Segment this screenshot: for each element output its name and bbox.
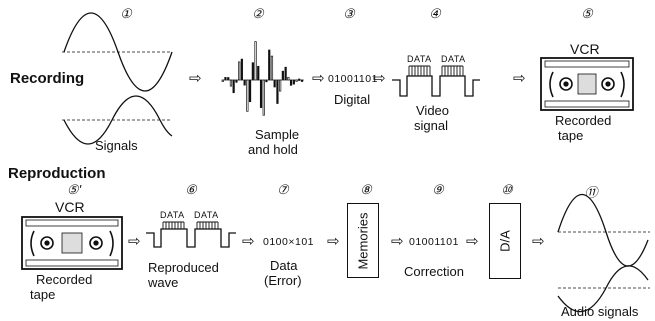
video-data-label-b: DATA bbox=[441, 54, 466, 64]
step-number-8: ⑧ bbox=[360, 182, 372, 197]
sample-bar bbox=[254, 41, 257, 81]
caption-signal: signal bbox=[414, 118, 448, 133]
sample-bar bbox=[251, 62, 254, 81]
section-title-recording: Recording bbox=[10, 70, 85, 87]
sample-bar bbox=[262, 79, 265, 116]
caption-reproduced: Reproduced bbox=[148, 260, 219, 275]
da-label: D/A bbox=[497, 230, 513, 252]
step-number-1: ① bbox=[120, 6, 132, 21]
sample-bar bbox=[259, 79, 263, 108]
memories-block: Memories bbox=[347, 203, 379, 278]
reproduced-wave-pulses bbox=[146, 221, 236, 248]
step-number-10: ⑩ bbox=[501, 182, 513, 197]
sample-bar bbox=[279, 79, 282, 92]
step-number-4: ④ bbox=[429, 6, 441, 21]
caption-signals: Signals bbox=[95, 138, 138, 153]
sample-bar bbox=[232, 79, 235, 94]
step-number-7: ⑦ bbox=[277, 182, 289, 197]
flow-arrow-10-11: ⇨ bbox=[532, 233, 545, 250]
step-number-3: ③ bbox=[343, 6, 355, 21]
caption-digital: Digital bbox=[334, 92, 371, 107]
caption-error: (Error) bbox=[264, 273, 302, 288]
digital-bit-string: 01001101 bbox=[328, 73, 378, 85]
audio-signal-wave-upper bbox=[557, 194, 650, 267]
step-number-2: ② bbox=[252, 6, 264, 21]
sample-bar bbox=[276, 79, 279, 104]
da-converter-block: D/A bbox=[489, 203, 521, 279]
audio-signal-wave-lower bbox=[557, 265, 650, 313]
caption-tape: tape bbox=[558, 128, 584, 143]
sample-and-hold-bars bbox=[221, 41, 304, 116]
sample-bar bbox=[289, 79, 293, 86]
sample-bar bbox=[281, 70, 284, 81]
caption-recorded-2: Recorded bbox=[36, 272, 93, 287]
flow-arrow-1-2: ⇨ bbox=[189, 70, 202, 87]
input-signal-wave-upper bbox=[62, 12, 173, 92]
memories-label: Memories bbox=[355, 211, 371, 270]
flow-arrow-7-8: ⇨ bbox=[327, 233, 340, 250]
step-number-5-prime: ⑤' bbox=[66, 182, 82, 197]
caption-wave: wave bbox=[148, 275, 179, 290]
flow-arrow-3-4: ⇨ bbox=[373, 70, 386, 87]
flow-arrow-8-9: ⇨ bbox=[391, 233, 404, 250]
caption-recorded: Recorded bbox=[555, 113, 612, 128]
sample-bar bbox=[243, 79, 246, 86]
section-title-reproduction: Reproduction bbox=[8, 165, 106, 182]
vcr-label-recording: VCR bbox=[570, 41, 600, 57]
input-signal-wave-lower bbox=[62, 95, 173, 145]
vcr-cassette-recording bbox=[540, 57, 634, 111]
video-signal-pulses bbox=[392, 65, 480, 97]
video-data-label-a: DATA bbox=[407, 54, 432, 64]
reproduced-data-label-b: DATA bbox=[194, 210, 219, 220]
sample-bar bbox=[246, 79, 249, 112]
sample-bar bbox=[235, 79, 238, 83]
flow-arrow-9-10: ⇨ bbox=[466, 233, 479, 250]
caption-and-hold: and hold bbox=[248, 142, 298, 157]
sample-bar bbox=[229, 79, 233, 87]
vcr-label-reproduction: VCR bbox=[55, 199, 85, 215]
vcr-cassette-reproduction bbox=[21, 216, 123, 270]
sample-bar bbox=[238, 61, 241, 81]
caption-sample: Sample bbox=[255, 127, 300, 142]
sample-bar bbox=[248, 79, 252, 103]
step-number-9: ⑨ bbox=[432, 182, 444, 197]
caption-audio-signals: Audio signals bbox=[561, 304, 639, 319]
sample-bar bbox=[257, 65, 260, 81]
sample-bar bbox=[268, 49, 271, 81]
step-number-5: ⑤ bbox=[581, 6, 593, 21]
step-number-6: ⑥ bbox=[185, 182, 197, 197]
sample-bar bbox=[284, 66, 287, 81]
error-bit-string: 0100×101 bbox=[263, 236, 315, 248]
sample-bar bbox=[224, 77, 227, 81]
sample-bar bbox=[270, 55, 274, 81]
flow-arrow-4-5: ⇨ bbox=[513, 70, 526, 87]
sample-bar bbox=[240, 58, 243, 81]
caption-tape-2: tape bbox=[30, 287, 56, 302]
sample-bar bbox=[273, 79, 276, 88]
caption-correction: Correction bbox=[404, 264, 464, 279]
flow-arrow-6-7: ⇨ bbox=[242, 233, 255, 250]
sample-bar bbox=[287, 76, 290, 81]
step-number-11: ⑪ bbox=[584, 185, 598, 200]
caption-data: Data bbox=[270, 258, 298, 273]
flow-arrow-5p-6: ⇨ bbox=[128, 233, 141, 250]
sample-bar bbox=[292, 79, 295, 85]
corrected-bit-string: 01001101 bbox=[409, 236, 459, 248]
sample-bar bbox=[227, 77, 230, 81]
flow-arrow-2-3: ⇨ bbox=[312, 70, 325, 87]
reproduced-data-label-a: DATA bbox=[160, 210, 185, 220]
caption-video: Video bbox=[416, 103, 450, 118]
